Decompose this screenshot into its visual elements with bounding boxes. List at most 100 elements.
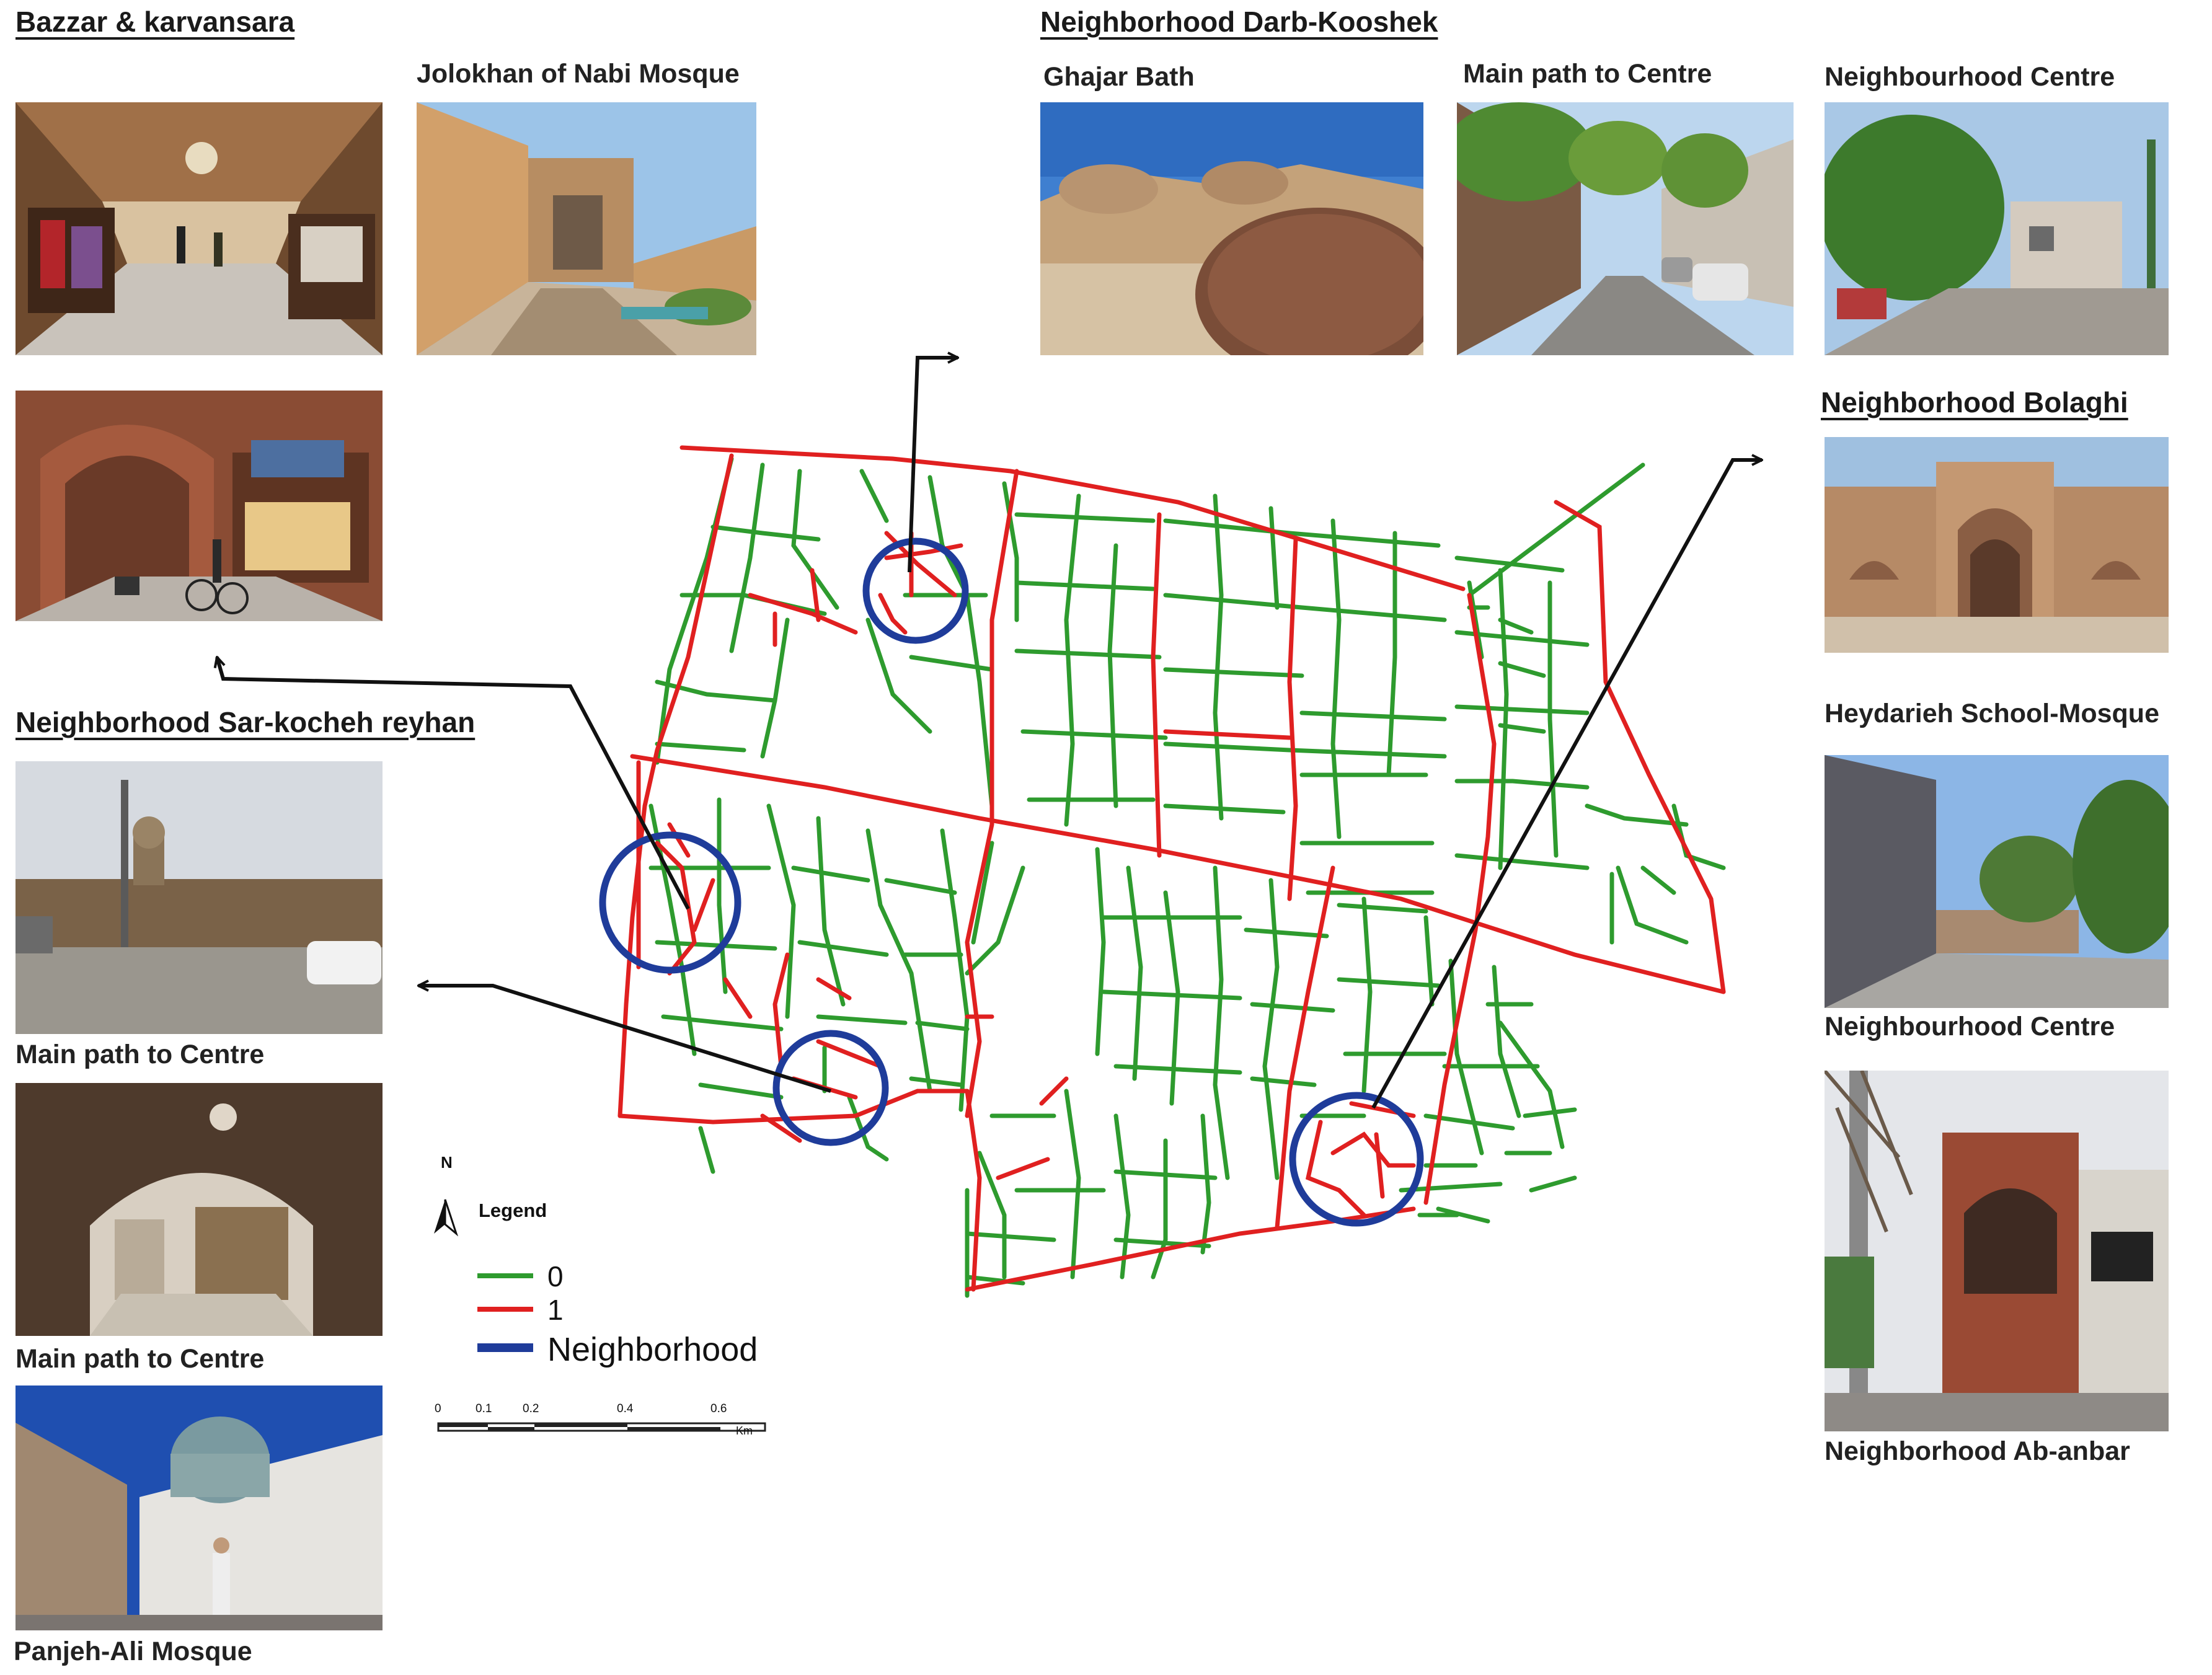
green-path [1498, 1020, 1565, 1149]
photo-sar-main-path-1 [15, 761, 383, 1034]
photo-bazzar-interior [15, 102, 383, 355]
caption-darb-centre: Neighbourhood Centre [1825, 62, 2115, 92]
green-path [909, 655, 994, 672]
green-path [971, 841, 994, 945]
green-path [816, 1014, 908, 1025]
red-path [772, 952, 790, 1069]
green-path [1014, 580, 1156, 591]
red-path [816, 1039, 883, 1069]
green-path [791, 469, 839, 610]
green-path [1498, 661, 1546, 678]
green-path [1454, 704, 1590, 715]
green-path [1498, 723, 1546, 734]
green-path [661, 1014, 784, 1032]
green-path [1547, 580, 1559, 858]
green-path [1386, 531, 1397, 777]
green-path [884, 878, 957, 895]
green-path [1200, 1113, 1211, 1255]
photo-ab-anbar [1825, 1071, 2169, 1431]
green-path [915, 1020, 970, 1032]
caption-sar-main-path-1: Main path to Centre [15, 1040, 265, 1069]
caption-jolokhan: Jolokhan of Nabi Mosque [417, 59, 740, 89]
green-path [1585, 803, 1689, 827]
green-path [766, 803, 796, 1019]
red-path [667, 822, 691, 858]
green-path [927, 475, 994, 808]
heading-bolaghi: Neighborhood Bolaghi [1821, 386, 2128, 418]
photo-heydarieh [1825, 437, 2169, 653]
green-path [1498, 568, 1509, 870]
green-path [760, 617, 790, 759]
red-path [810, 568, 821, 622]
green-path [1126, 865, 1143, 1081]
red-path [748, 593, 858, 635]
green-path [729, 462, 765, 653]
red-path [1275, 865, 1335, 1230]
red-path [1039, 1076, 1069, 1106]
red-path [884, 543, 963, 560]
red-path-north-edge [679, 445, 1466, 591]
green-path [859, 469, 889, 523]
caption-panjeh-ali: Panjeh-Ali Mosque [14, 1637, 252, 1666]
green-path [1423, 915, 1435, 1007]
caption-ghajar-bath: Ghajar Bath [1043, 62, 1195, 92]
photo-bazzar-passage [15, 391, 383, 621]
green-path [1299, 710, 1447, 722]
arrow-to-darb-kooshek [908, 358, 958, 573]
green-path [965, 1231, 1056, 1242]
photo-jolokhan [417, 102, 756, 355]
caption-sar-main-path-2: Main path to Centre [15, 1344, 265, 1374]
legend-label-neighborhood: Neighborhood [547, 1331, 758, 1368]
green-path [1529, 1175, 1577, 1193]
green-path [1640, 865, 1676, 895]
green-path [1330, 518, 1342, 839]
green-path [1262, 878, 1280, 1180]
neighborhood-circle-panjeh-ali [772, 1030, 889, 1146]
green-path [1361, 896, 1373, 1094]
arrow-to-bazzar [217, 657, 690, 910]
photo-darb-main-path [1457, 102, 1794, 355]
green-path [1498, 617, 1534, 635]
green-path [1436, 1206, 1490, 1224]
green-path [1244, 927, 1329, 939]
caption-darb-main-path: Main path to Centre [1463, 59, 1712, 89]
scale-tick-1: 0.1 [476, 1402, 492, 1415]
green-path [1454, 779, 1590, 790]
green-path [1014, 648, 1162, 660]
caption-bolaghi-centre: Neighbourhood Centre [1825, 1012, 2115, 1041]
green-path [865, 617, 932, 734]
scale-tick-4: 0.4 [617, 1402, 634, 1415]
legend-label-0: 0 [547, 1260, 564, 1293]
caption-heydarieh: Heydarieh School-Mosque [1825, 699, 2159, 728]
photo-sar-main-path-2 [15, 1083, 383, 1336]
red-path-central-ring-road [630, 754, 1726, 994]
scale-tick-0: 0 [435, 1402, 441, 1415]
green-path [1163, 803, 1286, 815]
green-path [1467, 462, 1645, 598]
green-path [1213, 493, 1224, 821]
green-path [1014, 512, 1156, 523]
arrow-to-sar-kocheh [418, 986, 831, 1093]
green-path [940, 828, 970, 1112]
red-path [760, 1113, 802, 1143]
green-path [1113, 1064, 1242, 1075]
scale-tick-2: 0.2 [523, 1402, 539, 1415]
red-paths-layer [617, 445, 1726, 1292]
green-path [1101, 989, 1242, 1001]
green-path [1337, 903, 1428, 914]
red-path [617, 1089, 970, 1125]
red-path [692, 878, 715, 932]
green-path [1454, 853, 1590, 870]
green-path [698, 1126, 715, 1174]
neighborhood-circle-sar-kocheh [599, 831, 741, 974]
red-path [965, 469, 1019, 1118]
green-path [1616, 865, 1689, 945]
red-path [1374, 1132, 1385, 1199]
green-path [1163, 890, 1180, 1106]
green-path [797, 940, 889, 957]
green-path [1151, 1138, 1168, 1279]
red-path [1330, 1131, 1416, 1168]
heading-sar-kocheh: Neighborhood Sar-kocheh reyhan [15, 706, 476, 738]
green-path [1163, 518, 1441, 548]
red-path [723, 977, 753, 1019]
